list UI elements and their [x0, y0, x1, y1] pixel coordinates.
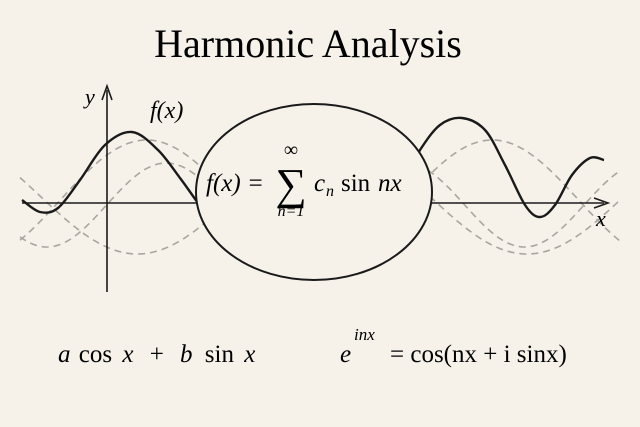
- title: Harmonic Analysis: [154, 21, 462, 66]
- term-argument: nx: [378, 170, 402, 197]
- exp-rhs: = cos(nx + i sinx): [390, 341, 567, 368]
- sum-lower: n=1: [278, 203, 305, 220]
- term-subscript: n: [326, 183, 334, 200]
- sigma-symbol: ∑: [275, 160, 306, 209]
- formula-ellipse: [195, 103, 433, 281]
- cos-func: cos: [79, 341, 112, 368]
- dashed-wave-3: [19, 162, 621, 248]
- bottom-left-formula: a cos x + b sin x: [58, 341, 255, 368]
- y-axis-arrowhead: [101, 83, 113, 101]
- plus-sign: +: [150, 341, 164, 368]
- coef-b: b: [180, 341, 193, 368]
- sin-func: sin: [205, 341, 235, 368]
- coef-a: a: [58, 341, 71, 368]
- formula-lhs: f(x) =: [206, 170, 264, 197]
- curve-label: f(x): [150, 98, 183, 124]
- dashed-wave-2: [19, 139, 621, 261]
- y-axis-label: y: [83, 84, 95, 109]
- exp-exponent: inx: [354, 325, 375, 344]
- exp-base: e: [340, 341, 351, 368]
- x-axis-label: x: [595, 206, 606, 231]
- var-x-2: x: [243, 341, 255, 368]
- sum-upper: ∞: [284, 139, 298, 161]
- var-x-1: x: [121, 341, 133, 368]
- x-axis-arrowhead: [593, 197, 611, 209]
- term-function: sin: [341, 170, 371, 197]
- term-coefficient: c: [314, 170, 325, 197]
